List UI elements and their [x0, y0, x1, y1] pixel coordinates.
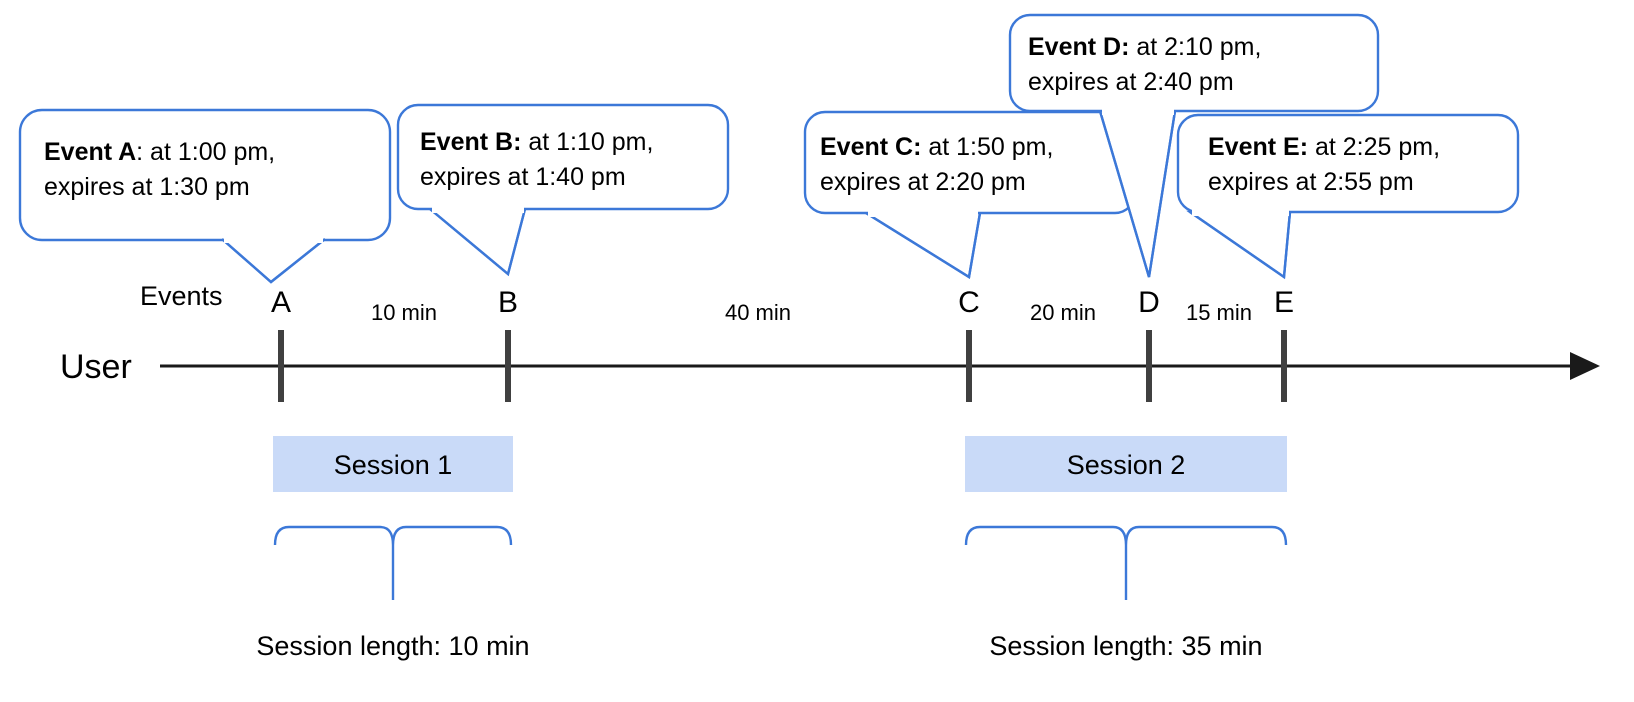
callout-box-c — [803, 110, 1137, 215]
gap-label-b-c: 40 min — [725, 300, 791, 325]
callout-text-b-line2: expires at 1:40 pm — [420, 163, 626, 191]
session-1-group[interactable]: Session 1 Session length: 10 min — [256, 436, 530, 661]
tick-label-d: D — [1138, 286, 1160, 319]
callout-event-d[interactable]: Event D: at 2:10 pm, expires at 2:40 pm — [1008, 13, 1380, 278]
callout-tail-mask-c — [868, 207, 978, 217]
session-2-bar[interactable] — [965, 436, 1287, 492]
callout-text-e-line1: Event E: at 2:25 pm, — [1208, 133, 1440, 161]
callout-tail-mask-b — [432, 203, 524, 213]
callout-lead-a: Event A — [44, 138, 136, 166]
gap-label-c-d: 20 min — [1030, 300, 1096, 325]
callout-tail-mask-a — [224, 233, 323, 243]
callout-event-a[interactable]: Event A: at 1:00 pm, expires at 1:30 pm — [18, 108, 392, 284]
session-1-bar[interactable] — [273, 436, 513, 492]
callout-line1-b: at 1:10 pm, — [521, 128, 653, 156]
session-1-length-label: Session length: 10 min — [256, 631, 529, 661]
callout-lead-c: Event C: — [820, 133, 921, 161]
timeline-arrow-icon — [1570, 352, 1600, 380]
callout-text-e-line2: expires at 2:55 pm — [1208, 168, 1414, 196]
callout-text-d-line1: Event D: at 2:10 pm, — [1028, 33, 1261, 61]
callout-box-a — [18, 108, 392, 242]
tick-label-b: B — [498, 286, 518, 319]
callout-event-e[interactable]: Event E: at 2:25 pm, expires at 2:55 pm — [1176, 113, 1520, 280]
tick-label-c: C — [958, 286, 980, 319]
callout-text-c-line1: Event C: at 1:50 pm, — [820, 133, 1053, 161]
tick-label-a: A — [271, 286, 291, 319]
callout-text-a-line1: Event A: at 1:00 pm, — [44, 138, 275, 166]
callout-tail-outline-c — [865, 211, 982, 279]
callout-tail-mask-e — [1192, 206, 1289, 216]
callout-event-b[interactable]: Event B: at 1:10 pm, expires at 1:40 pm — [396, 103, 730, 277]
callout-tail-outline-e — [1189, 211, 1292, 280]
session-2-group[interactable]: Session 2 Session length: 35 min — [964, 436, 1288, 661]
callout-text-c-line2: expires at 2:20 pm — [820, 168, 1026, 196]
callout-tail-outline-d — [1098, 110, 1177, 278]
session-2-brace — [964, 525, 1288, 546]
callout-line1-e: at 2:25 pm, — [1308, 133, 1440, 161]
callout-tail-a — [218, 237, 329, 284]
callout-tail-mask-d — [1102, 105, 1174, 115]
user-row-label: User — [60, 348, 132, 386]
tick-label-e: E — [1274, 286, 1294, 319]
callout-line1-a: : at 1:00 pm, — [136, 138, 275, 166]
events-row-label: Events — [140, 281, 223, 311]
callout-tail-outline-b — [429, 208, 527, 277]
session-2-label: Session 2 — [1067, 450, 1186, 480]
callout-line1-d: at 2:10 pm, — [1129, 33, 1261, 61]
gap-label-d-e: 15 min — [1186, 300, 1252, 325]
session-1-label: Session 1 — [334, 450, 453, 480]
callout-text-a-line2: expires at 1:30 pm — [44, 173, 250, 201]
callout-box-b — [396, 103, 730, 211]
callout-lead-b: Event B: — [420, 128, 521, 156]
callout-line1-c: at 1:50 pm, — [921, 133, 1053, 161]
gap-label-a-b: 10 min — [371, 300, 437, 325]
session-1-brace — [273, 525, 513, 546]
callout-lead-d: Event D: — [1028, 33, 1129, 61]
callout-box-d — [1008, 13, 1380, 113]
callout-text-b-line1: Event B: at 1:10 pm, — [420, 128, 653, 156]
callout-text-d-line2: expires at 2:40 pm — [1028, 68, 1234, 96]
callout-lead-e: Event E: — [1208, 133, 1308, 161]
session-2-length-label: Session length: 35 min — [989, 631, 1262, 661]
callout-event-c[interactable]: Event C: at 1:50 pm, expires at 2:20 pm — [803, 110, 1137, 279]
callout-tail-outline-a — [221, 238, 326, 284]
callout-box-e — [1176, 113, 1520, 214]
